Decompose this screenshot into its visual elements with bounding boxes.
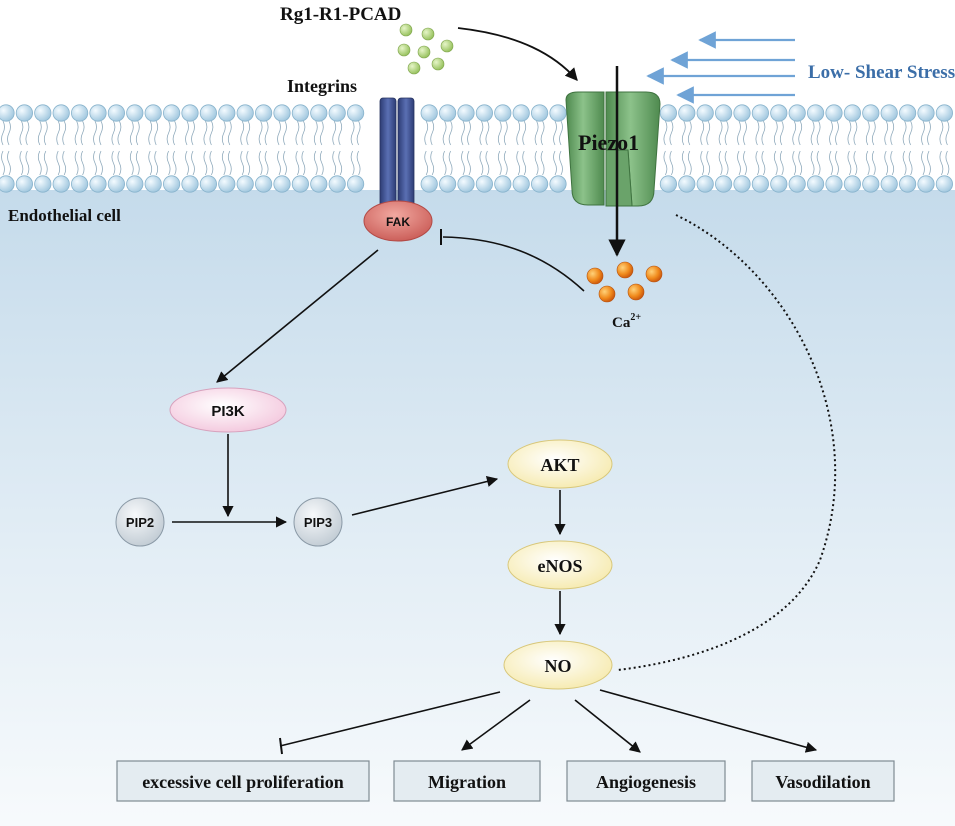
no-inhibits-proliferation	[279, 691, 501, 747]
calcium-inhibits-fak	[442, 236, 585, 292]
integrins-label: Integrins	[287, 76, 357, 96]
no-to-vasodilation-arrow	[599, 689, 818, 753]
compound-to-piezo-arrow	[457, 27, 578, 81]
enos-node	[507, 540, 613, 590]
pip2-label: PIP2	[126, 515, 154, 530]
fak-node	[363, 200, 433, 242]
inhibition-bar-proliferation	[279, 737, 283, 755]
outcome-vasodilation: Vasodilation	[751, 760, 895, 802]
compound-particles	[397, 23, 454, 75]
pip3-node	[293, 497, 343, 547]
no-to-angiogenesis-arrow	[574, 699, 641, 753]
piezo-to-no-dotted	[617, 214, 837, 671]
pi3k-node	[169, 387, 287, 433]
piezo1-channel	[565, 91, 661, 207]
outcome-angiogenesis: Angiogenesis	[566, 760, 726, 802]
outcome-proliferation: excessive cell proliferation	[116, 760, 370, 802]
svg-text:Vasodilation: Vasodilation	[775, 772, 870, 792]
cell-membrane	[0, 104, 954, 193]
svg-text:excessive cell proliferation: excessive cell proliferation	[142, 772, 344, 792]
svg-text:Angiogenesis: Angiogenesis	[596, 772, 696, 792]
akt-node	[507, 439, 613, 489]
calcium-ions	[586, 261, 663, 303]
enos-label: eNOS	[538, 556, 583, 576]
outcome-migration: Migration	[393, 760, 541, 802]
endothelial-cell-label: Endothelial cell	[8, 206, 121, 225]
akt-label: AKT	[540, 455, 579, 475]
fak-to-pi3k-arrow	[216, 249, 379, 383]
shear-stress-arrows	[646, 31, 795, 104]
pip2-node	[115, 497, 165, 547]
no-label: NO	[545, 656, 572, 676]
compound-label: Rg1-R1-PCAD	[280, 4, 401, 25]
fak-label: FAK	[386, 215, 410, 229]
no-node	[503, 640, 613, 690]
shear-stress-label: Low- Shear Stress	[808, 62, 955, 83]
pip3-to-akt-arrow	[351, 475, 499, 516]
calcium-label: Ca2+	[612, 312, 641, 331]
no-to-migration-arrow	[461, 699, 531, 751]
piezo1-label: Piezo1	[578, 130, 639, 155]
pip3-label: PIP3	[304, 515, 332, 530]
svg-text:Migration: Migration	[428, 772, 506, 792]
pi3k-label: PI3K	[211, 403, 245, 420]
